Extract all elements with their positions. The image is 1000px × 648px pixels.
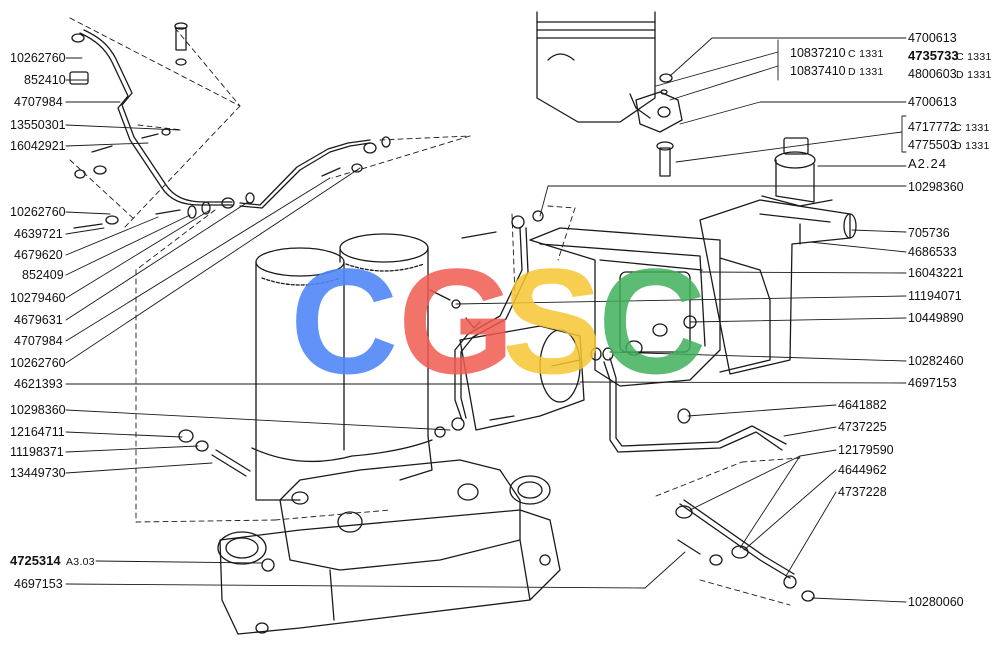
part-suffix: A3.03 (66, 556, 95, 568)
part-label: 11194071 (908, 289, 962, 303)
piston-assembly (536, 11, 683, 177)
part-suffix: D 1331 (954, 140, 990, 152)
part-suffix: D 1331 (956, 69, 992, 81)
part-label: 12164711 (10, 425, 65, 439)
part-label: 4621393 (14, 377, 63, 391)
pipe-lines-centre (429, 210, 787, 453)
part-label: 4737225 (838, 420, 887, 434)
part-label: 12179590 (838, 443, 894, 457)
injection-pump (699, 137, 857, 375)
part-label: 4639721 (14, 227, 63, 241)
part-label: 13449730 (10, 466, 66, 480)
part-label: 4775503 (908, 138, 957, 152)
part-label: 10282460 (908, 354, 964, 368)
part-suffix: C 1331 (954, 122, 990, 134)
part-label: 10837410 (790, 64, 846, 78)
part-suffix: C 1331 (848, 48, 884, 60)
part-label: 852409 (22, 268, 64, 282)
part-label: 705736 (908, 226, 950, 240)
part-label: 11198371 (10, 445, 64, 459)
part-label: 4707984 (14, 334, 63, 348)
part-label: 10837210 (790, 46, 846, 60)
part-label: 4679631 (14, 313, 63, 327)
fuel-pipe-assembly (69, 22, 391, 229)
part-label: 4725314 (10, 553, 61, 568)
pump-housing (459, 227, 771, 431)
part-label: 10298360 (908, 180, 964, 194)
part-label: 4717772 (908, 120, 957, 134)
leader-lines-right (455, 37, 907, 603)
part-suffix: D 1331 (848, 66, 884, 78)
part-label: 4707984 (14, 95, 63, 109)
part-label: 4737228 (838, 485, 887, 499)
filter-base-housing (217, 459, 561, 635)
part-label: 4735733 (908, 48, 959, 63)
part-label: 4641882 (838, 398, 887, 412)
part-suffix: C 1331 (956, 51, 992, 63)
part-label: 16043221 (908, 266, 964, 280)
fittings-bottom-right (675, 499, 815, 602)
part-label: 16042921 (10, 139, 66, 153)
part-label: 4697153 (908, 376, 957, 390)
part-label: 10449890 (908, 311, 964, 325)
part-label: 4686533 (908, 245, 957, 259)
twin-fuel-filters (251, 233, 433, 501)
part-label: 852410 (24, 73, 66, 87)
part-label: 10279460 (10, 291, 66, 305)
part-label: 4644962 (838, 463, 887, 477)
part-label: 13550301 (10, 118, 66, 132)
part-label: 4697153 (14, 577, 63, 591)
part-label: 10280060 (908, 595, 964, 609)
part-label: 10262760 (10, 205, 66, 219)
part-label: 4700613 (908, 95, 957, 109)
reference-code: A2.24 (908, 156, 947, 171)
dashed-guides (69, 17, 801, 606)
part-label: 4700613 (908, 31, 957, 45)
part-label: 4679620 (14, 248, 63, 262)
part-label: 10262760 (10, 51, 66, 65)
small-fittings-left (178, 426, 446, 477)
part-label: 10262760 (10, 356, 66, 370)
part-label: 4800603 (908, 67, 957, 81)
part-label: 10298360 (10, 403, 66, 417)
leader-lines-left (65, 57, 686, 589)
